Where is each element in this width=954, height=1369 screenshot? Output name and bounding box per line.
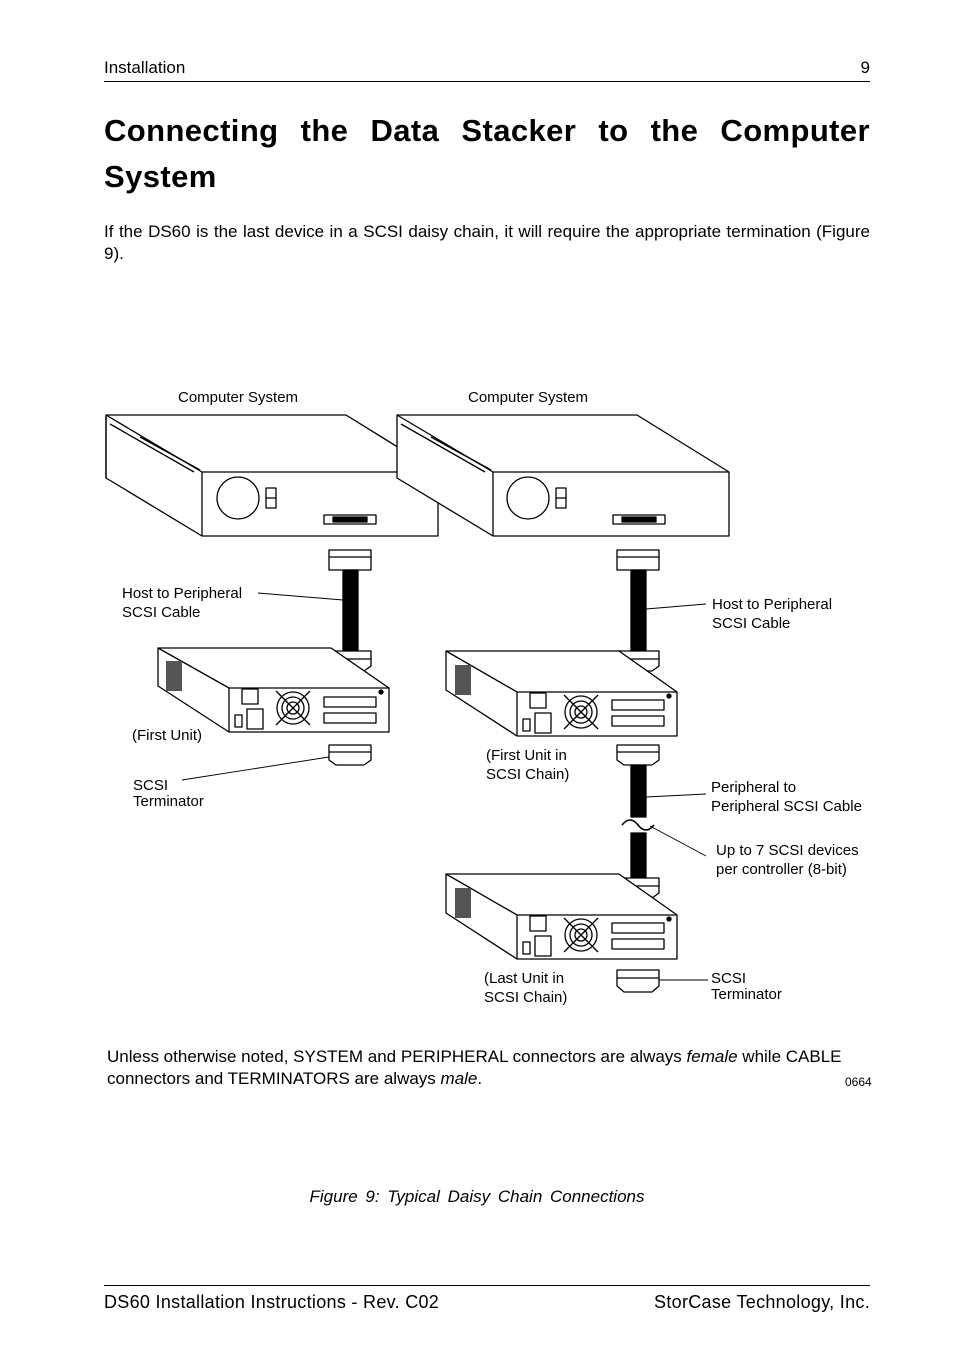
figure-code: 0664 [845,1075,872,1089]
right-cable-label-line1: Host to Peripheral [712,596,833,613]
figure-caption: Figure 9: Typical Daisy Chain Connection… [309,1187,645,1206]
first-unit-stacker [157,647,390,733]
footer-document-title: DS60 Installation Instructions - Rev. C0… [104,1292,440,1312]
left-terminator-label-line2: Terminator [133,793,204,810]
right-terminator-label-line1: SCSI [711,970,747,987]
right-host-scsi-cable [616,549,660,672]
first-chain-unit-stacker [445,650,678,737]
page-number: 9 [860,58,870,77]
right-computer-label: Computer System [468,389,589,406]
last-chain-unit-label-line2: SCSI Chain) [484,989,568,1006]
footer-rule [104,1285,870,1286]
max-devices-label-line2: per controller (8-bit) [716,861,847,878]
connector-gender-note: Unless otherwise noted, SYSTEM and PERIP… [107,1047,842,1088]
male-emphasis: male [440,1069,478,1088]
left-cable-label-line1: Host to Peripheral [122,585,243,602]
header-rule [104,81,870,82]
right-scsi-terminator [616,969,660,993]
left-terminator-label-line1: SCSI [133,777,169,794]
left-scsi-terminator [328,744,372,766]
first-chain-unit-label-line1: (First Unit in [486,747,567,764]
running-header-section: Installation [104,58,186,77]
first-chain-unit-label-line2: SCSI Chain) [486,766,570,783]
right-cable-label-line2: SCSI Cable [712,615,791,632]
footer-company: StorCase Technology, Inc. [654,1292,870,1312]
max-devices-label-line1: Up to 7 SCSI devices [716,842,859,859]
left-computer-system [105,414,439,537]
peripheral-cable-label-line1: Peripheral to [711,779,797,796]
last-chain-unit-stacker [445,873,678,960]
left-computer-label: Computer System [178,389,299,406]
female-emphasis: female [686,1047,738,1066]
callout-leaders [181,592,708,981]
first-unit-label: (First Unit) [132,727,202,744]
right-computer-system [396,414,730,537]
peripheral-scsi-cable [616,744,660,899]
last-chain-unit-label-line1: (Last Unit in [484,970,565,987]
peripheral-cable-label-line2: Peripheral SCSI Cable [711,798,862,815]
left-cable-label-line2: SCSI Cable [122,604,201,621]
page-title: Connecting the Data Stacker to the Compu… [104,113,870,194]
right-terminator-label-line2: Terminator [711,986,782,1003]
intro-paragraph: If the DS60 is the last device in a SCSI… [104,222,870,263]
